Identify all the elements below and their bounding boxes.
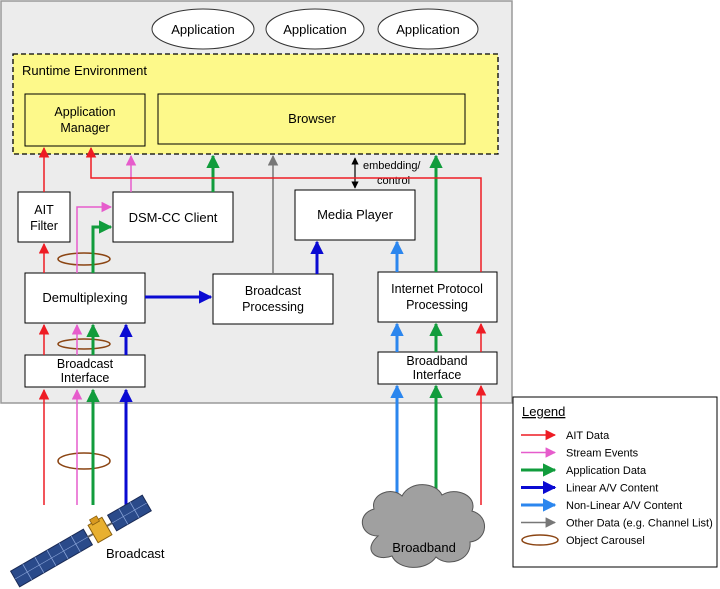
object-carousel-ring-1	[57, 252, 111, 266]
ait-filter-line2: Filter	[30, 219, 58, 233]
application-1[interactable]: Application	[151, 8, 255, 50]
browser-box[interactable]: Browser	[157, 93, 466, 145]
satellite-icon	[9, 494, 152, 588]
broadband-interface-box[interactable]: Broadband Interface	[377, 351, 498, 385]
ip-processing-line2: Processing	[406, 298, 468, 312]
application-2-label: Application	[283, 22, 347, 37]
broadband-interface-line2: Interface	[413, 368, 462, 382]
media-player-box[interactable]: Media Player	[294, 189, 416, 241]
broadcast-processing-line1: Broadcast	[245, 284, 302, 298]
media-player-label: Media Player	[317, 207, 394, 222]
legend-item: Other Data (e.g. Channel List)	[521, 517, 713, 530]
runtime-environment-label: Runtime Environment	[22, 63, 147, 78]
legend-item-label: Application Data	[566, 465, 647, 477]
ait-filter-line1: AIT	[34, 203, 54, 217]
dsmcc-client-label: DSM-CC Client	[129, 210, 218, 225]
ait-ip-appmgr-arrow	[85, 146, 482, 272]
broadcast-processing-line2: Processing	[242, 300, 304, 314]
application-manager-line1: Application	[54, 105, 115, 119]
embedding-control-line1: embedding/	[363, 160, 421, 172]
legend-item-label: Stream Events	[566, 448, 639, 460]
stream-demux-dsmcc-arrow	[76, 201, 113, 273]
broadcast-interface-box[interactable]: Broadcast Interface	[24, 354, 146, 388]
application-2[interactable]: Application	[265, 8, 365, 50]
object-carousel-ring-2	[57, 338, 111, 350]
application-3-label: Application	[396, 22, 460, 37]
legend-title: Legend	[522, 404, 565, 419]
object-carousel-ring-3	[57, 452, 111, 470]
legend-item: Linear A/V Content	[521, 480, 658, 495]
ait-filter-box[interactable]: AIT Filter	[17, 191, 71, 243]
application-manager-line2: Manager	[60, 121, 109, 135]
legend-item-label: Object Carousel	[566, 535, 645, 547]
legend-item: Object Carousel	[521, 534, 645, 547]
appdata-demux-dsmcc-arrow	[91, 220, 113, 273]
legend-item: Application Data	[521, 463, 647, 477]
legend-item-label: Other Data (e.g. Channel List)	[566, 518, 713, 530]
demultiplexing-box[interactable]: Demultiplexing	[24, 272, 146, 324]
application-1-label: Application	[171, 22, 235, 37]
legend-item-label: AIT Data	[566, 430, 610, 442]
embedding-control-line2: control	[377, 175, 410, 187]
legend-item-label: Linear A/V Content	[566, 483, 658, 495]
application-manager-box[interactable]: Application Manager	[24, 93, 146, 147]
legend-swatch-ellipse	[521, 534, 559, 546]
broadcast-processing-box[interactable]: Broadcast Processing	[212, 273, 334, 325]
legend-item-label: Non-Linear A/V Content	[566, 500, 682, 512]
broadcast-interface-line1: Broadcast	[57, 357, 114, 371]
broadcast-label: Broadcast	[106, 546, 165, 561]
legend-item: AIT Data	[521, 429, 610, 442]
broadband-interface-line1: Broadband	[406, 354, 467, 368]
dsmcc-client-box[interactable]: DSM-CC Client	[112, 191, 234, 243]
broadband-label: Broadband	[392, 540, 456, 555]
ip-processing-line1: Internet Protocol	[391, 282, 483, 296]
application-3[interactable]: Application	[377, 8, 479, 50]
legend-item: Stream Events	[521, 447, 639, 460]
broadcast-interface-line2: Interface	[61, 371, 110, 385]
legend-item: Non-Linear A/V Content	[521, 498, 682, 512]
ip-processing-box[interactable]: Internet Protocol Processing	[377, 271, 498, 323]
browser-label: Browser	[288, 111, 336, 126]
demultiplexing-label: Demultiplexing	[42, 290, 127, 305]
cloud-icon	[362, 484, 485, 568]
